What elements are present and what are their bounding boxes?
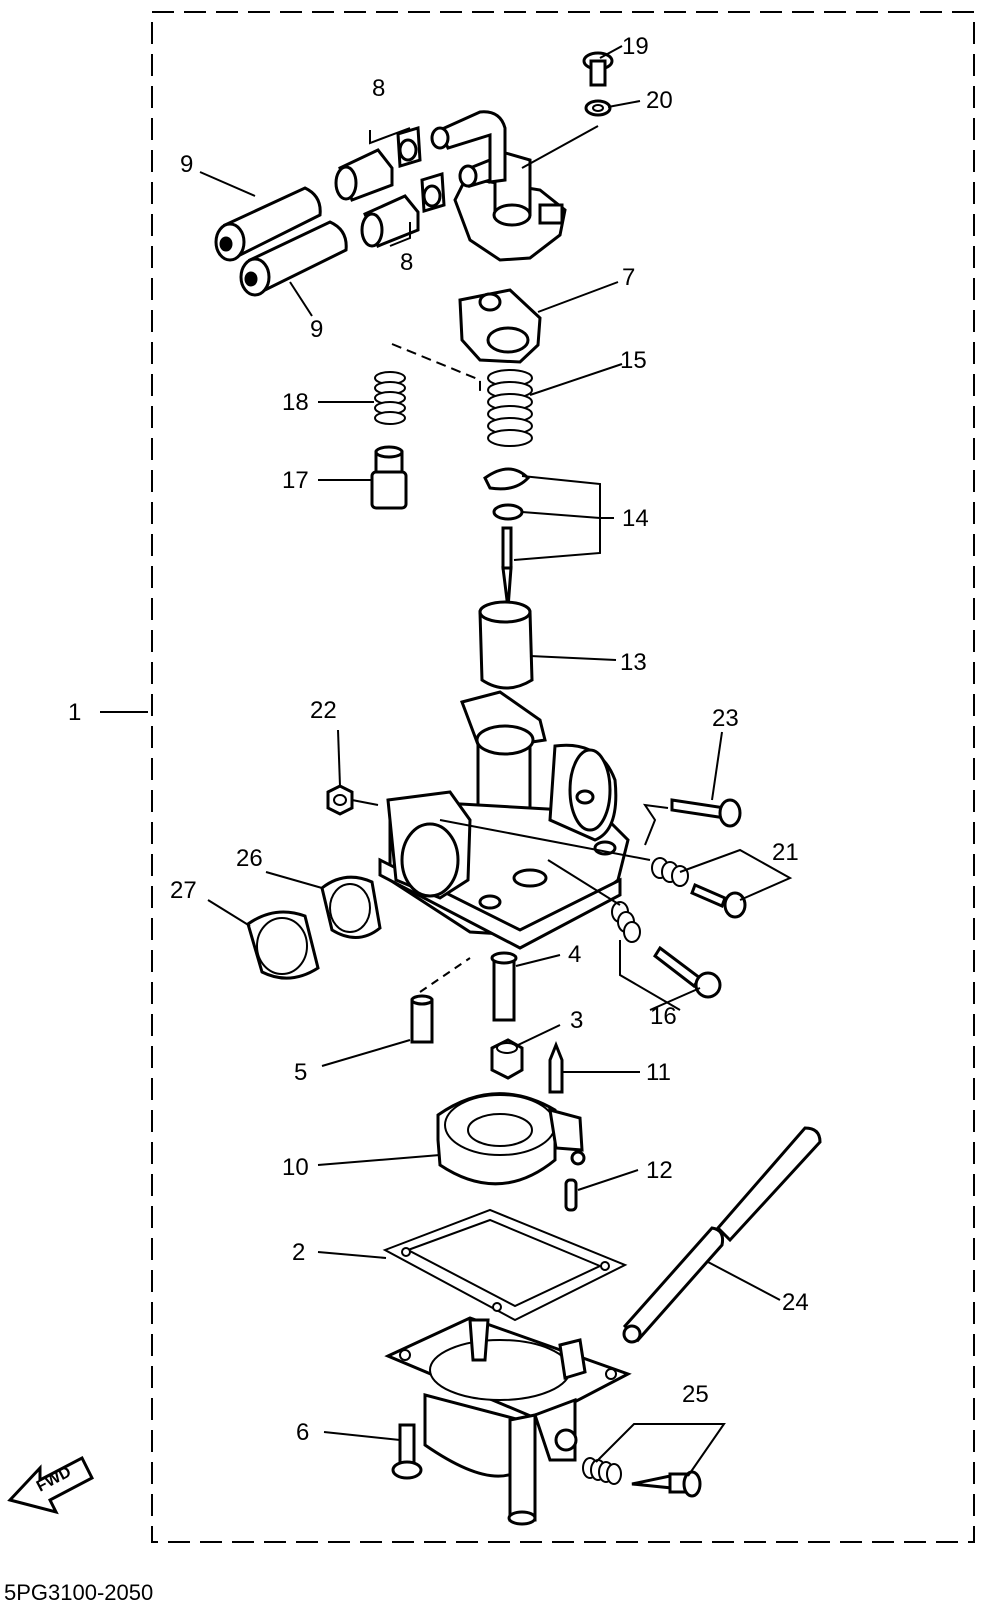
callout-16: 16 [650,1003,677,1030]
part-13-throttle-valve [478,600,534,690]
drawing-code: 5PG3100-2050 [4,1580,153,1605]
callout-15: 15 [620,347,647,374]
part-11-float-valve [548,1040,564,1094]
callout-2: 2 [292,1239,305,1266]
part-27-ring [246,910,320,980]
callout-6: 6 [296,1419,309,1446]
callout-8-lower: 8 [400,249,413,276]
callout-13: 13 [620,649,647,676]
callout-5: 5 [294,1059,307,1086]
part-22-nut [326,784,354,816]
callout-3: 3 [570,1007,583,1034]
part-15-spring [487,369,533,447]
callout-23: 23 [712,705,739,732]
part-24-tube [622,1126,822,1344]
part-5-pilot-jet [410,994,434,1044]
callout-11: 11 [646,1059,671,1086]
callout-1: 1 [68,699,81,726]
callout-21: 21 [772,839,799,866]
callout-17: 17 [282,467,309,494]
float-bowl [384,1316,632,1526]
callout-4: 4 [568,941,581,968]
part-17-plug [370,445,408,510]
part-9-cap-lower [239,220,348,297]
callout-26: 26 [236,845,263,872]
callout-18: 18 [282,389,309,416]
part-23-screw [670,798,742,828]
part-16-throttle-stop-screw-set [611,901,722,999]
fwd-arrow-icon: FWD [7,1455,94,1515]
leader-lines [100,45,793,1477]
part-10-float [436,1092,586,1186]
part-20-washer [584,99,612,117]
callout-8-upper: 8 [372,75,385,102]
assembly-boundary [151,11,975,1543]
callout-7: 7 [622,264,635,291]
part-cap-cover [430,110,567,262]
part-25-air-screw-set [582,1457,702,1498]
part-8-fitting-upper [334,126,422,202]
part-12-float-pin [564,1178,578,1212]
callout-20: 20 [646,87,673,114]
callout-22: 22 [310,697,337,724]
part-18-spring [374,371,406,425]
callout-14: 14 [622,505,649,532]
callout-9-upper: 9 [180,151,193,178]
part-4-needle-jet [490,951,518,1022]
part-6-screw [391,1423,423,1480]
callout-24: 24 [782,1289,809,1316]
callout-9-lower: 9 [310,316,323,343]
callout-labels: 1 19 20 8 9 8 9 7 15 18 17 14 13 22 23 2… [68,33,809,1446]
carburetor-body [378,690,630,950]
callout-25: 25 [682,1381,709,1408]
part-7-plate [458,288,542,364]
callout-19: 19 [622,33,649,60]
part-8-fitting-lower [360,172,446,248]
part-19-screw [582,51,614,87]
callout-12: 12 [646,1157,673,1184]
part-2-gasket [382,1208,628,1322]
part-21-pilot-screw-set [651,857,747,919]
part-14-needle-set [483,467,531,609]
part-26-ring [320,875,382,939]
callout-10: 10 [282,1154,309,1181]
part-9-cap-upper [214,186,322,262]
part-3-main-jet [490,1038,524,1080]
callout-27: 27 [170,877,197,904]
